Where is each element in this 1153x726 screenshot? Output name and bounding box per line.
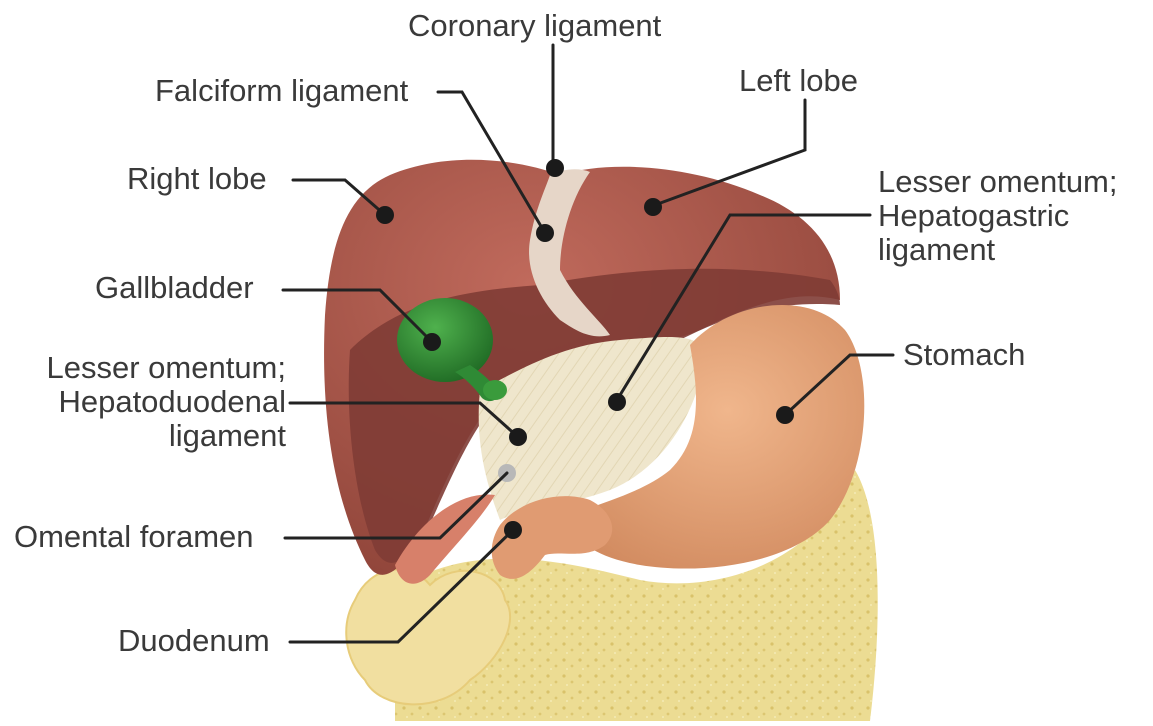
hepatogastric-line-3: ligament xyxy=(878,233,1118,267)
hepatogastric-line-2: Hepatogastric xyxy=(878,199,1118,233)
dot-stomach xyxy=(776,406,794,424)
label-hepatoduodenal: Lesser omentum; Hepatoduodenal ligament xyxy=(24,351,286,453)
label-coronary-ligament: Coronary ligament xyxy=(408,9,661,43)
dot-gallbladder xyxy=(423,333,441,351)
hepatoduodenal-line-1: Lesser omentum; xyxy=(24,351,286,385)
label-omental-foramen: Omental foramen xyxy=(14,520,254,554)
hepatoduodenal-line-2: Hepatoduodenal xyxy=(24,385,286,419)
dot-hepatogastric xyxy=(608,393,626,411)
dot-coronary xyxy=(546,159,564,177)
label-left-lobe: Left lobe xyxy=(739,64,858,98)
dot-hepatoduodenal xyxy=(509,428,527,446)
dot-falciform xyxy=(536,224,554,242)
dot-left-lobe xyxy=(644,198,662,216)
dot-duodenum xyxy=(504,521,522,539)
dot-right-lobe xyxy=(376,206,394,224)
cystic-duct xyxy=(483,380,507,400)
gallbladder-body xyxy=(397,298,493,382)
label-right-lobe: Right lobe xyxy=(127,162,267,196)
hepatoduodenal-line-3: ligament xyxy=(24,419,286,453)
hepatogastric-line-1: Lesser omentum; xyxy=(878,165,1118,199)
label-stomach: Stomach xyxy=(903,338,1025,372)
label-duodenum: Duodenum xyxy=(118,624,270,658)
label-falciform-ligament: Falciform ligament xyxy=(155,74,408,108)
label-gallbladder: Gallbladder xyxy=(95,271,254,305)
label-hepatogastric: Lesser omentum; Hepatogastric ligament xyxy=(878,165,1118,267)
